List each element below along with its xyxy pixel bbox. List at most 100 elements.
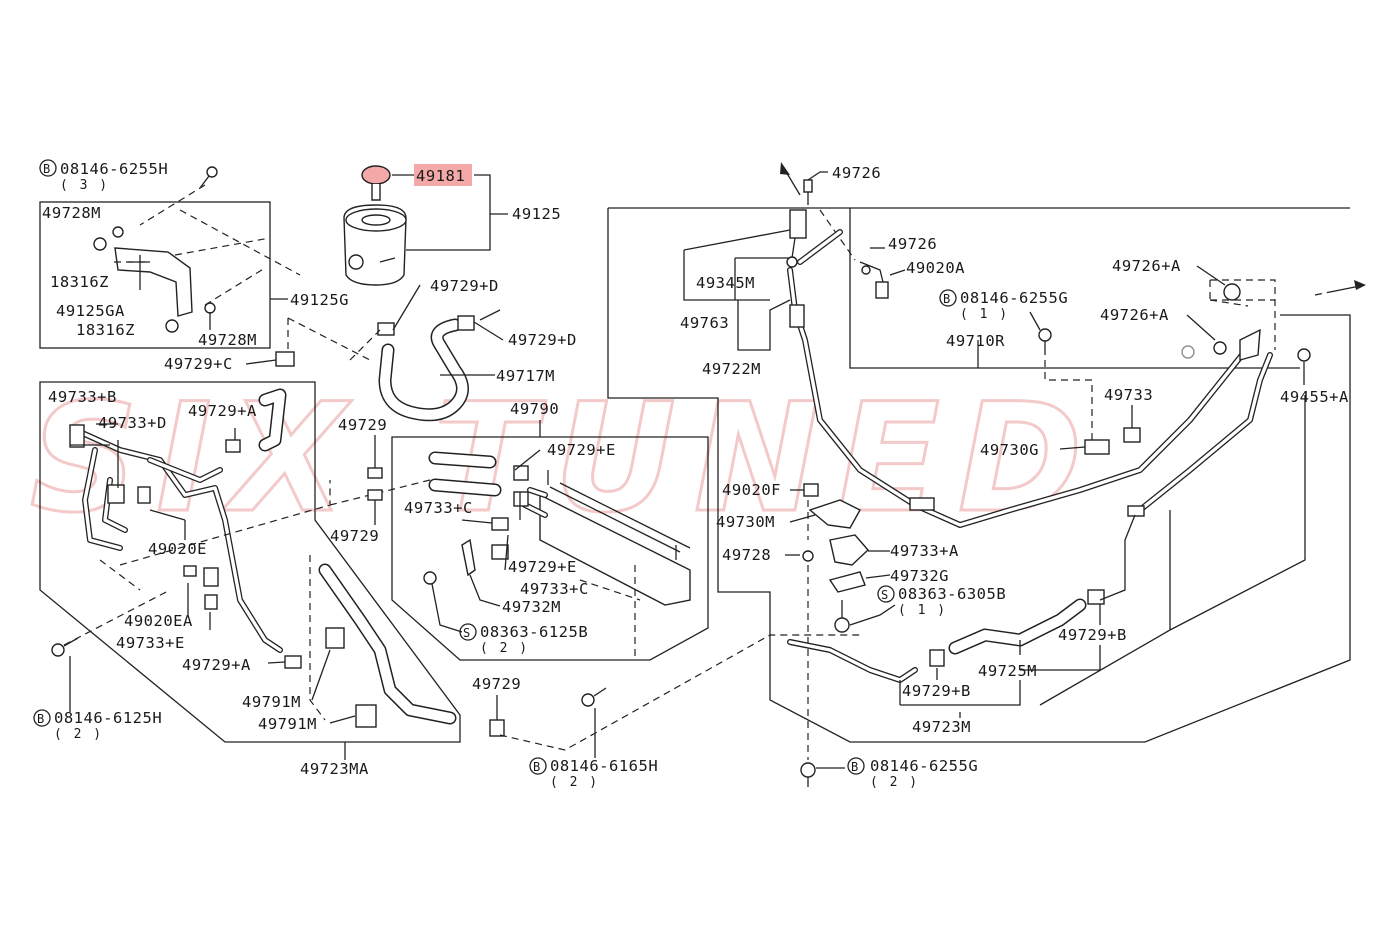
hose-49723ma bbox=[309, 555, 457, 728]
label-49125ga: 49125GA bbox=[56, 302, 125, 320]
svg-text:S: S bbox=[881, 588, 888, 602]
clip-icon bbox=[137, 486, 151, 504]
fitting-icon bbox=[875, 281, 889, 299]
washer-icon bbox=[1223, 283, 1241, 301]
clamp-icon bbox=[457, 315, 475, 331]
label-49729-b: 49729+B bbox=[1058, 626, 1127, 644]
circled-b-icon: B bbox=[939, 289, 957, 307]
clamp-icon bbox=[929, 649, 945, 667]
circled-b-icon: B bbox=[529, 757, 547, 775]
label-49729-a: 49729+A bbox=[188, 402, 257, 420]
label-08146-6165h: 08146-6165H bbox=[550, 757, 658, 775]
svg-text:B: B bbox=[533, 760, 540, 774]
label-49726: 49726 bbox=[832, 164, 881, 182]
label-49710r: 49710R bbox=[946, 332, 1005, 350]
label-49729-d: 49729+D bbox=[508, 331, 577, 349]
fitting-assembly bbox=[786, 209, 843, 268]
label-18316z: 18316Z bbox=[50, 273, 109, 291]
bracket-icon bbox=[203, 567, 219, 587]
label-49733-c: 49733+C bbox=[404, 499, 473, 517]
clamp-icon bbox=[367, 467, 383, 479]
label-08146-6255g: 08146-6255G bbox=[870, 757, 978, 775]
clip-icon bbox=[69, 424, 85, 448]
circled-b-icon: B bbox=[39, 159, 57, 177]
label-49020f: 49020F bbox=[722, 481, 781, 499]
label-49730g: 49730G bbox=[980, 441, 1039, 459]
label-08146-6125h: 08146-6125H bbox=[54, 709, 162, 727]
svg-text:B: B bbox=[943, 292, 950, 306]
label-49729-e: 49729+E bbox=[547, 441, 616, 459]
label-49791m: 49791M bbox=[258, 715, 317, 733]
label-49717m: 49717M bbox=[496, 367, 555, 385]
label-49729-a: 49729+A bbox=[182, 656, 251, 674]
label-49729-b: 49729+B bbox=[902, 682, 971, 700]
label-49726-a: 49726+A bbox=[1112, 257, 1181, 275]
label-08363-6125b: 08363-6125B bbox=[480, 623, 588, 641]
clip-icon bbox=[204, 594, 218, 610]
label-49729: 49729 bbox=[472, 675, 521, 693]
label-49729-c: 49729+C bbox=[164, 355, 233, 373]
arrow-icon bbox=[780, 162, 801, 196]
insulator-icon bbox=[325, 627, 345, 649]
label-49733-e: 49733+E bbox=[116, 634, 185, 652]
label-49729: 49729 bbox=[338, 416, 387, 434]
label-49730m: 49730M bbox=[716, 513, 775, 531]
circled-s-icon: S bbox=[459, 623, 477, 641]
label-49763: 49763 bbox=[680, 314, 729, 332]
bolt-icon bbox=[581, 687, 607, 707]
clamp-icon bbox=[377, 322, 395, 336]
bolt-icon bbox=[51, 637, 79, 657]
label-qty: ( 2 ) bbox=[54, 727, 103, 742]
label-49723m: 49723M bbox=[912, 718, 971, 736]
bracket-assembly-box bbox=[39, 201, 288, 349]
label-49722m: 49722M bbox=[702, 360, 761, 378]
grommet-icon bbox=[491, 544, 509, 560]
bolt-icon bbox=[1038, 328, 1052, 355]
label-49020e: 49020E bbox=[148, 540, 207, 558]
grommet-icon bbox=[491, 517, 509, 531]
label-49729: 49729 bbox=[330, 527, 379, 545]
label-49729-e: 49729+E bbox=[508, 558, 577, 576]
svg-text:B: B bbox=[37, 712, 44, 726]
label-49732g: 49732G bbox=[890, 567, 949, 585]
circled-b-icon: B bbox=[33, 709, 51, 727]
cooler-assembly-box bbox=[391, 436, 709, 661]
label-qty: ( 2 ) bbox=[870, 775, 919, 790]
clamp-icon bbox=[489, 719, 505, 737]
bracket-icon bbox=[461, 538, 476, 577]
label-49728: 49728 bbox=[722, 546, 771, 564]
circled-s-icon: S bbox=[877, 585, 895, 603]
label-qty: ( 3 ) bbox=[60, 178, 109, 193]
svg-text:B: B bbox=[43, 162, 50, 176]
label-49791m: 49791M bbox=[242, 693, 301, 711]
clamp-icon bbox=[367, 489, 383, 501]
clip-icon bbox=[107, 484, 125, 504]
clamp-icon bbox=[513, 465, 529, 481]
label-49728m: 49728M bbox=[42, 204, 101, 222]
bolt-icon bbox=[199, 166, 218, 189]
grommet-icon bbox=[93, 237, 107, 251]
label-49732m: 49732M bbox=[502, 598, 561, 616]
label-49181: 49181 bbox=[416, 167, 465, 185]
label-08146-6255g: 08146-6255G bbox=[960, 289, 1068, 307]
reservoir-tank bbox=[343, 165, 407, 286]
label-49723ma: 49723MA bbox=[300, 760, 369, 778]
label-49790: 49790 bbox=[510, 400, 559, 418]
label-49733: 49733 bbox=[1104, 386, 1153, 404]
clamp-icon bbox=[284, 655, 302, 669]
label-49733-b: 49733+B bbox=[48, 388, 117, 406]
label-49125g: 49125G bbox=[290, 291, 349, 309]
svg-text:B: B bbox=[851, 760, 858, 774]
washer-icon bbox=[112, 226, 124, 238]
bolt-icon bbox=[800, 762, 816, 787]
label-qty: ( 2 ) bbox=[480, 641, 529, 656]
clamp-icon bbox=[513, 491, 529, 507]
bracket-cluster bbox=[802, 483, 869, 633]
label-49726: 49726 bbox=[888, 235, 937, 253]
clamp-icon bbox=[1087, 589, 1105, 605]
washer-icon bbox=[1213, 341, 1227, 355]
label-49733-a: 49733+A bbox=[890, 542, 959, 560]
label-49725m: 49725M bbox=[978, 662, 1037, 680]
o-ring-icon bbox=[1297, 348, 1311, 362]
